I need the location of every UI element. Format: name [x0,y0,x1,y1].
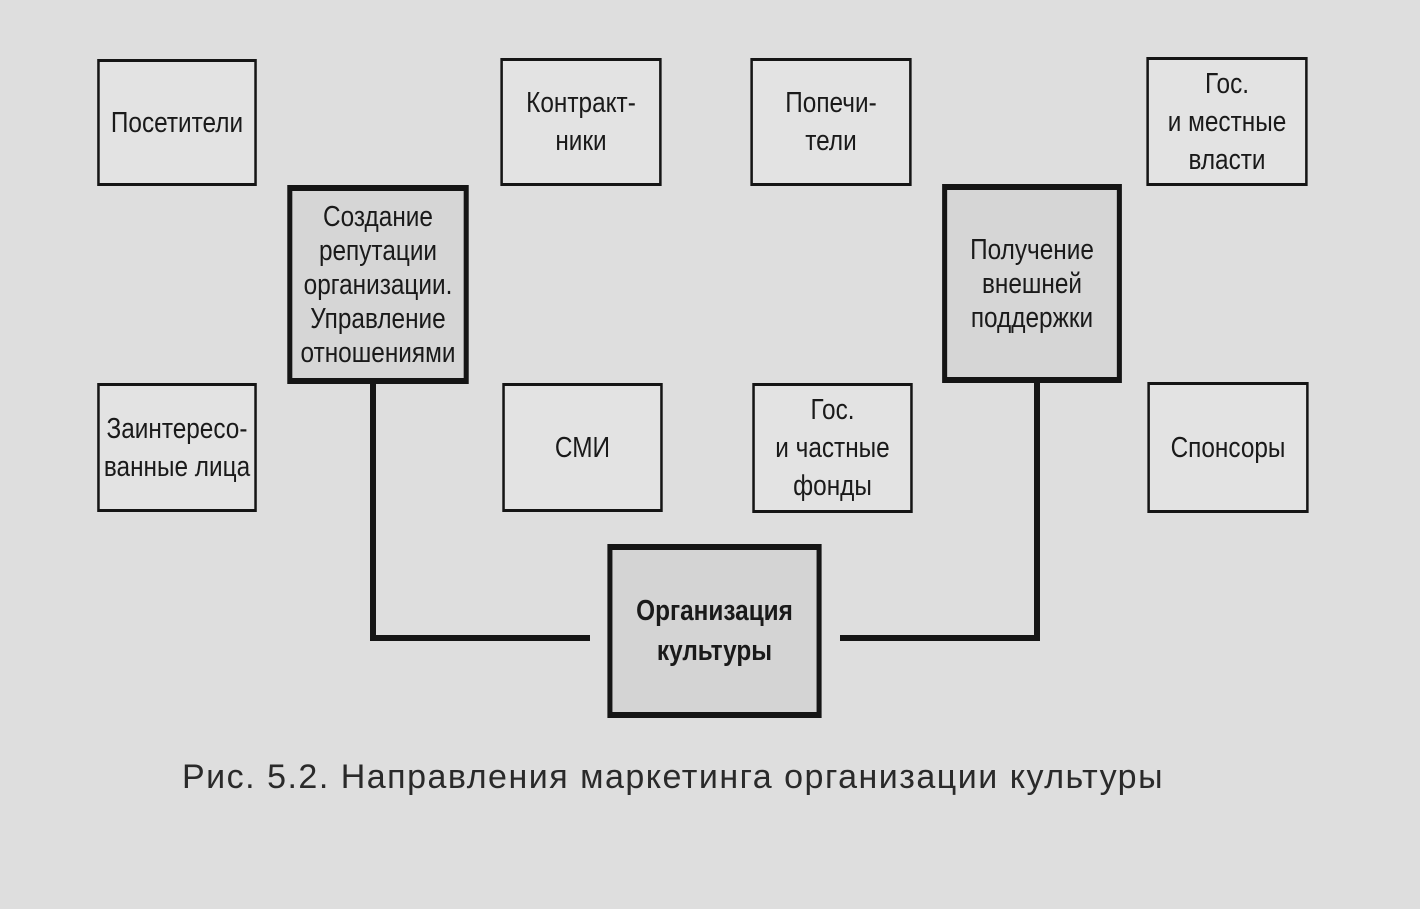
box-visitors: Посетители [97,59,257,186]
box-contractors-line-1: Контракт- [526,87,636,119]
box-authorities-line-1: Гос. [1204,67,1250,100]
box-stakeholders-line-1: Заинтересо- [106,412,248,445]
box-trustees-line-2: тели [805,125,857,157]
box-funds-line-2: и частные [775,432,890,464]
hub-reputation-line-2: репутации [318,234,438,267]
hub-external-support: Получение внешней поддержки [942,184,1122,383]
connector-right [840,383,1040,641]
box-authorities-line-3: власти [1188,143,1266,176]
hub-external-support-line-3: поддержки [970,301,1094,334]
hub-reputation-line-5: отношениями [300,336,456,369]
box-authorities: Гос. и местные власти [1146,57,1308,186]
connector-left [370,383,590,641]
box-visitors-line-1: Посетители [110,106,244,139]
hub-reputation-line-4: Управление [310,302,446,335]
hub-reputation: Создание репутации организации. Управлен… [287,185,469,384]
box-sponsors-line-1: Спонсоры [1170,431,1286,464]
hub-reputation-line-3: организации. [303,268,453,301]
box-authorities-line-2: и местные [1167,105,1287,138]
box-contractors: Контракт- ники [500,58,662,186]
box-stakeholders-line-2: ванные лица [103,450,251,483]
box-stakeholders: Заинтересо- ванные лица [97,383,257,512]
hub-external-support-line-1: Получение [970,233,1094,266]
box-funds-line-3: фонды [793,470,872,502]
box-contractors-line-2: ники [555,125,607,157]
core-organization-line-2: культуры [656,635,773,667]
box-trustees-line-1: Попечи- [785,87,877,119]
hub-external-support-line-2: внешней [981,267,1083,300]
hub-reputation-line-1: Создание [323,200,433,233]
box-funds-line-1: Гос. [810,394,855,426]
box-media: СМИ [502,383,663,512]
core-organization-line-1: Организация [636,595,793,627]
box-trustees: Попечи- тели [750,58,912,186]
core-organization: Организация культуры [607,544,822,718]
box-media-line-1: СМИ [554,431,611,464]
box-sponsors: Спонсоры [1147,382,1309,513]
figure-caption: Рис. 5.2. Направления маркетинга организ… [182,758,1165,796]
box-funds: Гос. и частные фонды [752,383,913,513]
